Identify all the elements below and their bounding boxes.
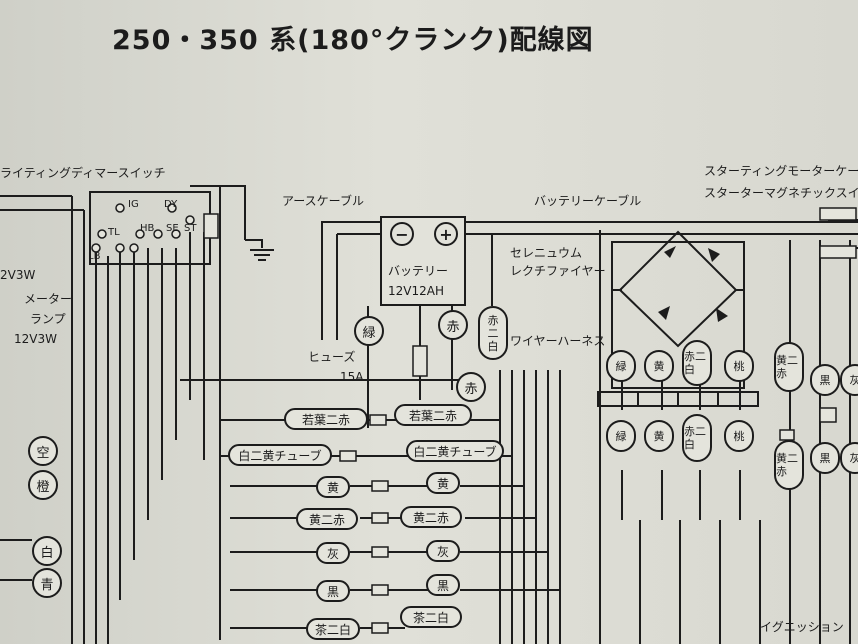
earth-cable-label: アースケーブル	[282, 194, 364, 208]
wire-blue: 青	[32, 568, 62, 598]
terminal-dy: DY	[164, 199, 178, 210]
far-right-yellow-red-bottom: 黄二赤	[774, 440, 804, 490]
starting-motor-cable-label: スターティングモーターケーブ	[704, 164, 858, 178]
right-connector-yellow-red: 黄二赤	[400, 506, 462, 528]
battery-spec: 12V12AH	[388, 284, 444, 298]
left-connector-yellow: 黄	[316, 476, 350, 498]
terminal-hb: HB	[140, 223, 155, 234]
right-connector-white-yellow-tube: 白二黄チューブ	[406, 440, 504, 462]
rectifier-label: レクチファイヤー	[510, 264, 606, 278]
starter-magnetic-switch-label: スターターマグネチックスイ	[704, 186, 858, 200]
rectifier-wire-yellow-top: 黄	[644, 350, 674, 382]
left-connector-gray: 灰	[316, 542, 350, 564]
fuse-rating-label: 15A	[340, 370, 364, 384]
terminal-tl: TL	[108, 227, 120, 238]
rectifier-wire-green-bottom: 緑	[606, 420, 636, 452]
left-connector-brown-white: 茶二白	[306, 618, 360, 640]
terminal-st: ST	[184, 223, 197, 234]
right-connector-wakaba-red: 若葉二赤	[394, 404, 472, 426]
far-right-gray-bottom: 灰	[840, 442, 858, 474]
battery-cable-label: バッテリーケーブル	[534, 194, 642, 208]
right-connector-gray: 灰	[426, 540, 460, 562]
far-right-yellow-red-top: 黄二赤	[774, 342, 804, 392]
rectifier-wire-pink-bottom: 桃	[724, 420, 754, 452]
far-right-black-top: 黒	[810, 364, 840, 396]
wire-red-top: 赤	[438, 310, 468, 340]
battery-negative-terminal: −	[390, 222, 414, 246]
wire-red-white-part-2: 二	[487, 326, 499, 340]
dimmer-switch-label: ライティングディマースイッチ	[0, 166, 166, 180]
left-connector-white-yellow-tube: 白二黄チューブ	[228, 444, 332, 466]
wire-red-white-vertical: 赤 二 白	[478, 306, 508, 360]
right-connector-black: 黒	[426, 574, 460, 596]
right-connector-brown-white: 茶二白	[400, 606, 462, 628]
battery-name: バッテリー	[388, 264, 449, 278]
right-connector-yellow: 黄	[426, 472, 460, 494]
wire-harness-label: ワイヤーハーネス	[510, 334, 606, 348]
terminal-se: SE	[166, 223, 179, 234]
rectifier-wire-pink-top: 桃	[724, 350, 754, 382]
selenium-label: セレニュウム	[510, 246, 583, 260]
meter-lamp-label-1: メーター	[24, 292, 73, 306]
rectifier-wire-green-top: 緑	[606, 350, 636, 382]
meter-lamp-label-2: ランプ	[30, 312, 66, 326]
lamp-spec-label: 2V3W	[0, 268, 36, 282]
diagram-title: 250・350 系(180°クランク)配線図	[112, 25, 594, 56]
wire-red-white-part-3: 白	[487, 339, 499, 353]
wire-green: 緑	[354, 316, 384, 346]
ignition-label: イグニッション	[760, 620, 844, 634]
rectifier-wire-yellow-bottom: 黄	[644, 420, 674, 452]
wire-orange: 橙	[28, 470, 58, 500]
fuse-label: ヒューズ	[308, 350, 356, 364]
rectifier-wire-red-white-top: 赤二白	[682, 340, 712, 386]
far-right-gray-top: 灰	[840, 364, 858, 396]
rectifier-wire-red-white-bottom: 赤二白	[682, 414, 712, 462]
terminal-ig: IG	[128, 199, 139, 210]
wire-red-white-part-1: 赤	[487, 313, 499, 327]
battery-positive-terminal: +	[434, 222, 458, 246]
wire-white: 白	[32, 536, 62, 566]
battery: − + バッテリー 12V12AH	[380, 216, 466, 306]
far-right-black-bottom: 黒	[810, 442, 840, 474]
terminal-lb: LB	[88, 251, 101, 262]
wire-sky: 空	[28, 436, 58, 466]
left-connector-yellow-red: 黄二赤	[296, 508, 358, 530]
meter-lamp-label-3: 12V3W	[14, 332, 57, 346]
left-connector-black: 黒	[316, 580, 350, 602]
wire-red-bottom: 赤	[456, 372, 486, 402]
left-connector-wakaba-red: 若葉二赤	[284, 408, 368, 430]
